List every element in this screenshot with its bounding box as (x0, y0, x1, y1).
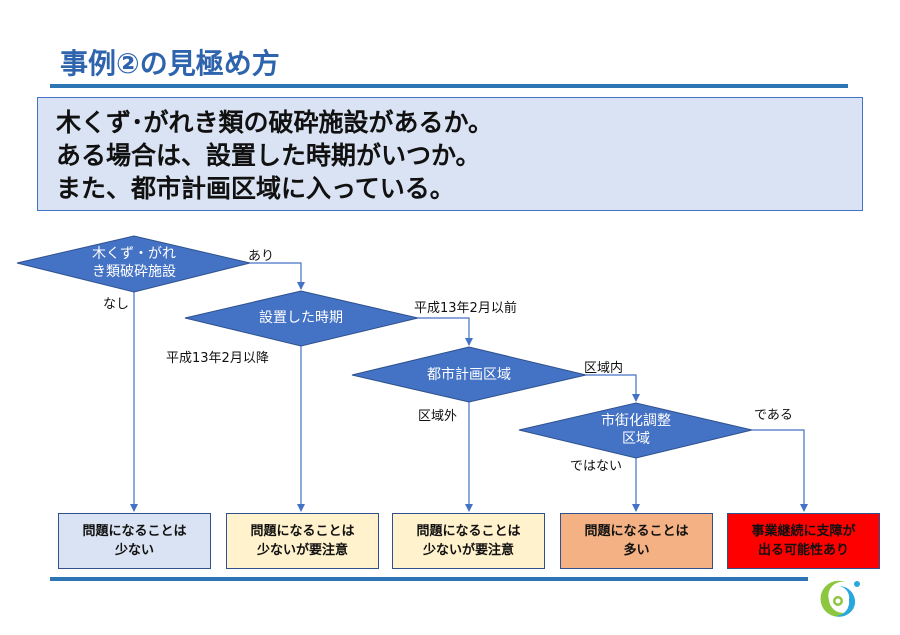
result-text: 少ない (114, 543, 154, 558)
branch-label: 平成13年2月以前 (414, 301, 517, 316)
connector (418, 317, 473, 346)
decision-label: 市街化調整区域 (601, 412, 671, 448)
result-box-critical: 事業継続に支障が出る可能性あり (727, 513, 880, 569)
result-text: 少ないが要注意 (256, 543, 348, 558)
result-box-low: 問題になることは少ない (58, 513, 211, 569)
decision-diamond (518, 402, 753, 459)
connector (752, 429, 808, 512)
branch-label: である (754, 408, 793, 423)
branch-label: あり (248, 249, 275, 264)
decision-diamond (184, 290, 419, 347)
result-text: 事業継続に支障が (751, 524, 856, 539)
decision-text: 区域 (622, 431, 650, 447)
footer-divider (50, 577, 808, 581)
result-text: 多い (623, 543, 650, 558)
decision-text: き類破砕施設 (92, 264, 176, 280)
logo-icon (820, 580, 860, 617)
result-text: 問題になることは (584, 524, 689, 539)
decision-diamond (351, 346, 587, 403)
result-box-high: 問題になることは多い (560, 513, 713, 569)
result-text: 問題になることは (250, 524, 355, 539)
result-box-caution: 問題になることは少ないが要注意 (226, 513, 379, 569)
decision-text: 市街化調整 (601, 413, 671, 429)
branch-label: 平成13年2月以降 (166, 351, 269, 366)
result-text: 少ないが要注意 (422, 543, 514, 558)
decision-text: 設置した時期 (259, 310, 343, 326)
decision-diamond (16, 235, 251, 293)
branch-label: 区域内 (584, 361, 624, 376)
branch-label: なし (103, 297, 130, 312)
question-line: 木くず･がれき類の破砕施設があるか。 (56, 108, 494, 137)
decision-label: 木くず・がれき類破砕施設 (92, 245, 176, 281)
connector (250, 262, 305, 290)
page-title: 事例②の見極め方 (60, 47, 280, 80)
question-line: ある場合は、設置した時期がいつか。 (56, 141, 481, 170)
result-text: 出る可能性あり (757, 543, 849, 558)
decision-label: 都市計画区域 (427, 366, 511, 384)
title-divider (50, 84, 848, 88)
result-text: 問題になることは (416, 524, 521, 539)
question-line: また、都市計画区域に入っている。 (56, 174, 455, 203)
connector (586, 374, 640, 402)
branch-label: ではない (570, 459, 623, 474)
question-box: 木くず･がれき類の破砕施設があるか。 ある場合は、設置した時期がいつか。 また、… (37, 97, 863, 211)
branch-label: 区域外 (418, 409, 458, 424)
decision-text: 都市計画区域 (427, 367, 511, 383)
result-box-caution: 問題になることは少ないが要注意 (392, 513, 545, 569)
decision-label: 設置した時期 (259, 309, 343, 327)
decision-text: 木くず・がれ (92, 246, 176, 262)
result-text: 問題になることは (82, 524, 187, 539)
